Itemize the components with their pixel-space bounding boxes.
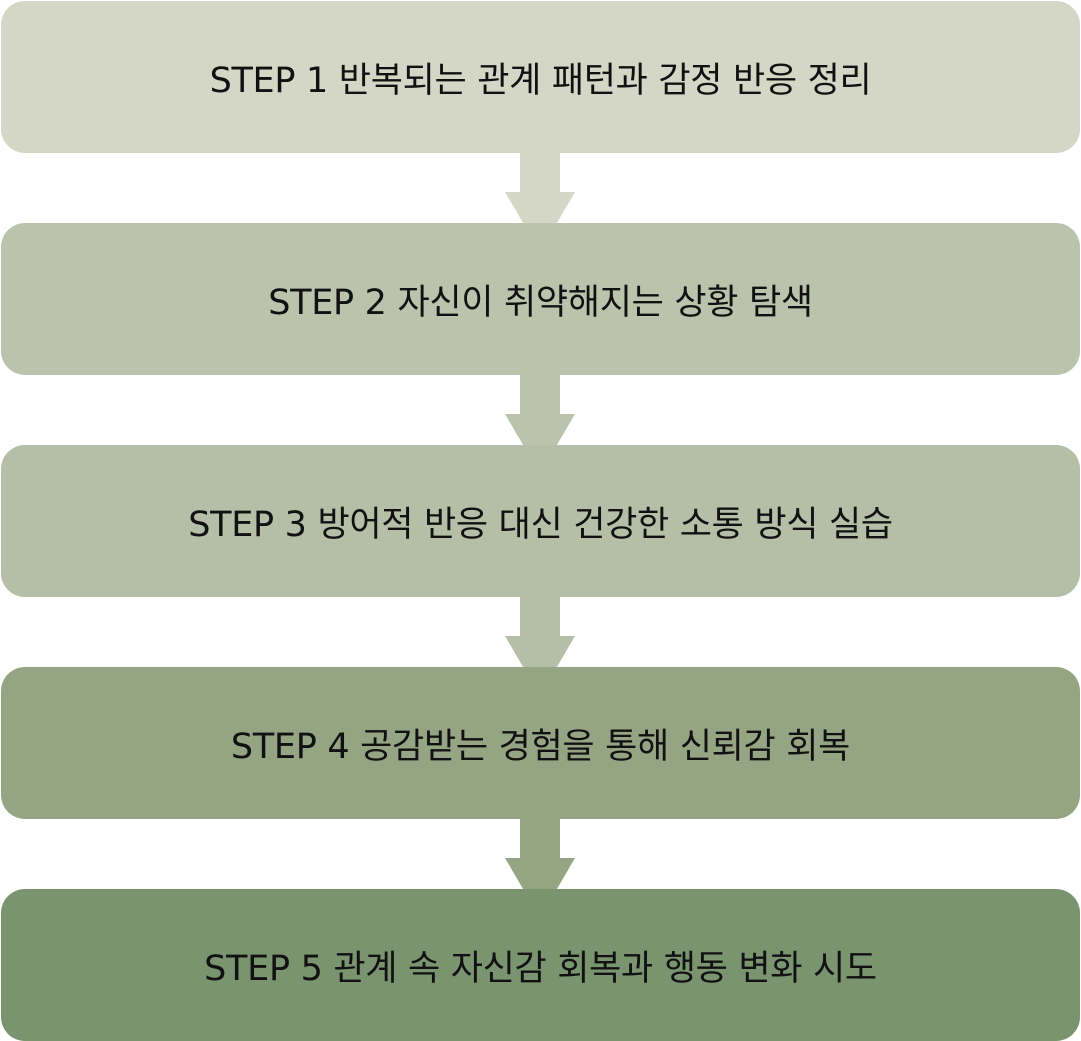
arrow-down-3 — [503, 596, 577, 696]
step-label-2: STEP 2 자신이 취약해지는 상황 탐색 — [268, 282, 813, 323]
arrow-down-icon — [505, 152, 575, 252]
step-box-2: STEP 2 자신이 취약해지는 상황 탐색 — [1, 223, 1080, 375]
step-box-5: STEP 5 관계 속 자신감 회복과 행동 변화 시도 — [1, 889, 1080, 1041]
step-box-4: STEP 4 공감받는 경험을 통해 신뢰감 회복 — [1, 667, 1080, 819]
arrow-down-icon — [505, 596, 575, 696]
step-box-1: STEP 1 반복되는 관계 패턴과 감정 반응 정리 — [1, 1, 1080, 153]
arrow-down-4 — [503, 818, 577, 918]
step-box-3: STEP 3 방어적 반응 대신 건강한 소통 방식 실습 — [1, 445, 1080, 597]
arrow-down-2 — [503, 374, 577, 474]
arrow-down-icon — [505, 818, 575, 918]
step-label-5: STEP 5 관계 속 자신감 회복과 행동 변화 시도 — [204, 948, 877, 989]
step-label-4: STEP 4 공감받는 경험을 통해 신뢰감 회복 — [230, 726, 851, 767]
arrow-down-1 — [503, 152, 577, 252]
step-label-3: STEP 3 방어적 반응 대신 건강한 소통 방식 실습 — [188, 504, 893, 545]
step-label-1: STEP 1 반복되는 관계 패턴과 감정 반응 정리 — [209, 60, 872, 101]
arrow-down-icon — [505, 374, 575, 474]
